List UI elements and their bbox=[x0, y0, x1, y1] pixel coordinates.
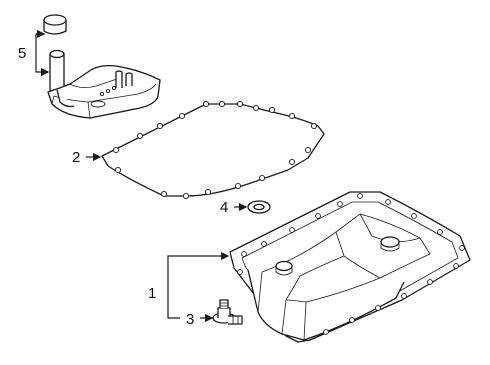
callout-5-leader-bottom bbox=[35, 52, 50, 77]
callout-1-leader bbox=[167, 251, 230, 292]
drain-plug-icon bbox=[212, 299, 243, 325]
pan-gasket-icon bbox=[101, 100, 325, 200]
oil-pan-icon bbox=[229, 191, 471, 343]
filter-tube-icon bbox=[49, 49, 65, 93]
seal-ring-icon bbox=[43, 14, 67, 35]
callout-1-bracket bbox=[167, 292, 180, 319]
callout-2-label: 2 bbox=[72, 149, 80, 166]
callout-2-group: 2 bbox=[72, 149, 102, 166]
callout-5-group: 5 bbox=[18, 29, 50, 77]
callout-5-label: 5 bbox=[18, 45, 26, 62]
callout-1-label: 1 bbox=[148, 285, 156, 302]
callout-3-label: 3 bbox=[186, 311, 194, 328]
callout-3-group: 3 bbox=[186, 311, 214, 328]
filter-icon bbox=[47, 64, 161, 119]
callout-1-group: 1 bbox=[148, 251, 230, 319]
callout-4-label: 4 bbox=[220, 199, 228, 216]
drain-washer-icon bbox=[247, 200, 271, 214]
callout-4-group: 4 bbox=[220, 199, 248, 216]
callout-5-leader-top bbox=[35, 29, 46, 52]
